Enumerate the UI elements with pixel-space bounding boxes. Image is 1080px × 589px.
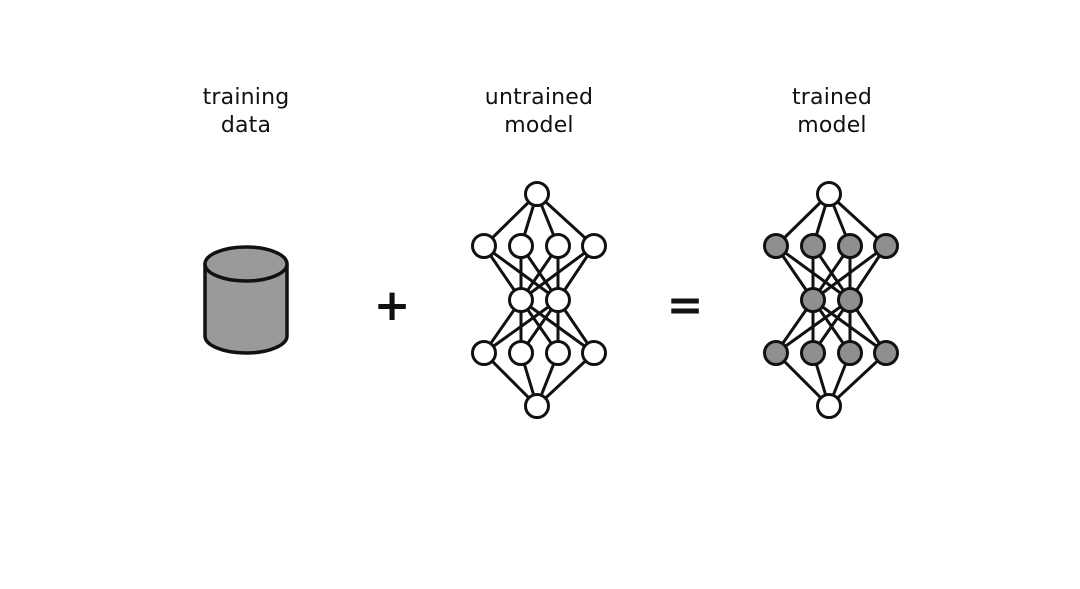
untrained-edge — [520, 244, 595, 302]
trained-node — [800, 233, 826, 259]
trained-node — [816, 393, 842, 419]
untrained-node — [508, 340, 534, 366]
untrained-node — [508, 287, 534, 313]
training-data-label-line2: data — [220, 113, 272, 138]
untrained-network-icon — [471, 181, 607, 419]
plus-operator: + — [373, 280, 411, 331]
trained-node — [763, 340, 789, 366]
untrained-node — [581, 233, 607, 259]
trained-node — [873, 340, 899, 366]
equals-operator: = — [666, 280, 704, 331]
untrained-nodes — [471, 181, 607, 419]
untrained-model-label: untrained model — [439, 84, 639, 140]
untrained-model-label-line1: untrained — [484, 85, 594, 110]
untrained-node — [581, 340, 607, 366]
cylinder-top — [203, 245, 289, 283]
untrained-node — [508, 233, 534, 259]
untrained-edge — [483, 298, 559, 355]
untrained-node — [524, 393, 550, 419]
trained-node — [837, 233, 863, 259]
trained-model-label-line2: model — [797, 113, 867, 138]
training-data-label-line1: training — [202, 85, 290, 110]
untrained-node — [545, 340, 571, 366]
database-cylinder-icon — [203, 245, 289, 355]
trained-edge — [775, 298, 851, 355]
trained-node — [800, 340, 826, 366]
trained-network-icon — [763, 181, 899, 419]
trained-node — [816, 181, 842, 207]
untrained-edges — [482, 192, 596, 408]
cylinder-body — [203, 262, 289, 355]
trained-node — [763, 233, 789, 259]
trained-node — [873, 233, 899, 259]
trained-node — [800, 287, 826, 313]
untrained-node — [524, 181, 550, 207]
trained-edges — [774, 192, 888, 408]
untrained-node — [471, 233, 497, 259]
trained-model-label-line1: trained — [791, 85, 873, 110]
untrained-node — [545, 287, 571, 313]
trained-model-label: trained model — [732, 84, 932, 140]
untrained-model-label-line2: model — [504, 113, 574, 138]
trained-edge — [812, 244, 887, 302]
untrained-node — [471, 340, 497, 366]
training-data-label: training data — [146, 84, 346, 140]
untrained-node — [545, 233, 571, 259]
trained-node — [837, 340, 863, 366]
trained-node — [837, 287, 863, 313]
trained-nodes — [763, 181, 899, 419]
